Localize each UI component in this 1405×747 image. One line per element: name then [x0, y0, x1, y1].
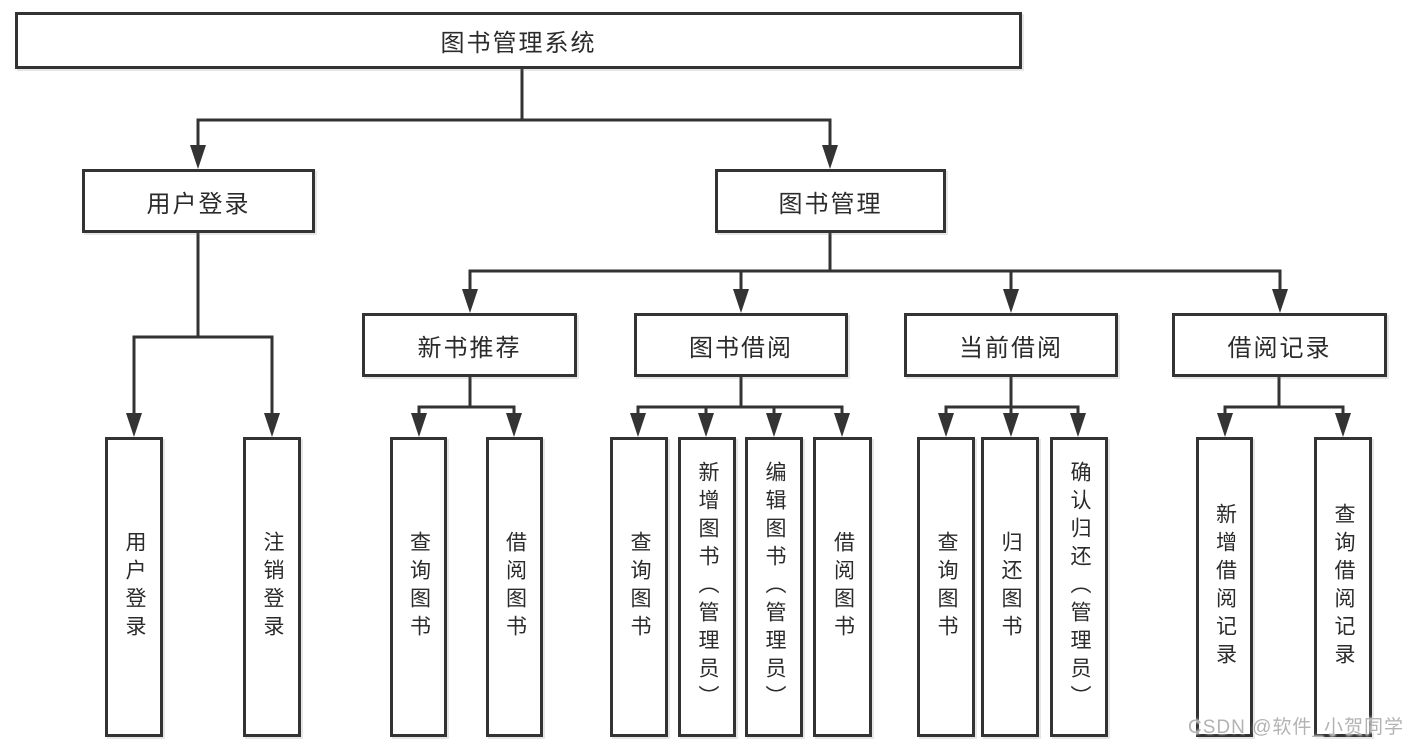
- node-current-borrowing: 当前借阅: [904, 313, 1118, 377]
- node-label: 用户登录: [123, 531, 146, 643]
- node-add-books-admin-leaf: 新增图书（管理员）: [678, 437, 736, 737]
- node-label: 查询借阅记录: [1332, 503, 1355, 671]
- node-edit-books-admin-leaf: 编辑图书（管理员）: [745, 437, 803, 737]
- node-label: 用户登录: [146, 190, 251, 218]
- node-label: 查询图书: [935, 531, 958, 643]
- node-book-management: 图书管理: [715, 169, 946, 233]
- node-new-book-recommendation: 新书推荐: [362, 313, 577, 377]
- node-label: 新书推荐: [417, 334, 522, 362]
- node-query-books-leaf: 查询图书: [610, 437, 668, 737]
- node-add-borrow-record-leaf: 新增借阅记录: [1196, 437, 1253, 737]
- node-user-login-leaf: 用户登录: [105, 437, 163, 737]
- node-label: 借阅图书: [503, 531, 527, 643]
- node-label: 归还图书: [999, 531, 1022, 643]
- node-query-books-leaf: 查询图书: [390, 437, 447, 737]
- node-label: 图书管理: [778, 190, 883, 218]
- node-label: 当前借阅: [959, 334, 1063, 362]
- node-borrowing-records: 借阅记录: [1172, 313, 1387, 377]
- node-label: 借阅图书: [831, 531, 855, 643]
- node-query-borrow-record-leaf: 查询借阅记录: [1314, 437, 1372, 737]
- node-logout-leaf: 注销登录: [243, 437, 301, 737]
- node-label: 新增图书（管理员）: [696, 461, 719, 713]
- node-label: 编辑图书（管理员）: [763, 461, 786, 713]
- node-label: 新增借阅记录: [1213, 503, 1237, 671]
- node-label: 注销登录: [261, 531, 284, 643]
- node-borrow-books-leaf: 借阅图书: [486, 437, 543, 737]
- node-return-books-leaf: 归还图书: [981, 437, 1039, 737]
- arrowheads: [126, 145, 1351, 437]
- node-confirm-return-admin-leaf: 确认归还（管理员）: [1050, 437, 1108, 737]
- node-library-management-system: 图书管理系统: [15, 12, 1022, 69]
- node-label: 图书管理系统: [440, 30, 597, 57]
- node-label: 确认归还（管理员）: [1068, 461, 1091, 713]
- node-label: 图书借阅: [689, 334, 793, 362]
- node-query-books-leaf: 查询图书: [917, 437, 975, 737]
- node-book-borrowing: 图书借阅: [634, 313, 848, 377]
- node-label: 借阅记录: [1227, 334, 1332, 362]
- node-user-login: 用户登录: [82, 169, 315, 233]
- node-label: 查询图书: [407, 531, 431, 643]
- node-borrow-books-leaf: 借阅图书: [813, 437, 872, 737]
- node-label: 查询图书: [628, 531, 651, 643]
- csdn-watermark: CSDN @软件_小贺同学: [1188, 717, 1404, 738]
